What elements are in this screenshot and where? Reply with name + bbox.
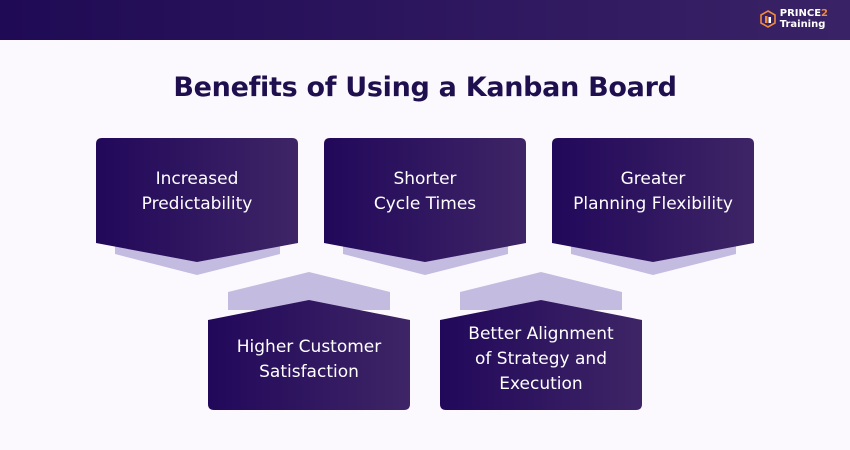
card-shape-5 [440, 300, 642, 410]
card-line: of Strategy and [474, 349, 607, 369]
logo-shield-icon [759, 10, 776, 28]
logo-brand-number: 2 [821, 8, 828, 19]
card-shape-3 [552, 138, 754, 262]
logo-sub: Training [779, 19, 826, 30]
bottom-cards [208, 272, 642, 410]
card-line: Planning Flexibility [573, 194, 733, 214]
benefit-card-increased-predictability: Increased Predictability [96, 167, 298, 217]
benefit-card-shorter-cycle-times: Shorter Cycle Times [324, 167, 526, 217]
card-shadow [460, 272, 622, 310]
top-cards [96, 138, 754, 275]
card-line: Better Alignment [468, 324, 614, 344]
card-shape-1 [96, 138, 298, 262]
benefit-card-greater-planning-flexibility: Greater Planning Flexibility [552, 167, 754, 217]
card-line: Greater [620, 169, 686, 189]
card-line: Increased [155, 169, 239, 189]
card-line: Execution [499, 374, 583, 394]
card-shadow [228, 272, 390, 310]
header-bar: PRINCE2 Training [0, 0, 850, 40]
logo-text: PRINCE2 Training [780, 8, 828, 30]
benefit-card-better-alignment: Better Alignment of Strategy and Executi… [440, 322, 642, 397]
card-shape-2 [324, 138, 526, 262]
card-line: Satisfaction [259, 362, 359, 382]
card-line: Shorter [393, 169, 457, 189]
prince2-training-logo[interactable]: PRINCE2 Training [759, 8, 828, 30]
benefit-card-higher-customer-satisfaction: Higher Customer Satisfaction [208, 335, 410, 385]
logo-brand: PRINCE [779, 8, 822, 19]
page-title: Benefits of Using a Kanban Board [173, 72, 677, 103]
card-line: Predictability [141, 194, 253, 214]
card-shape-4 [208, 300, 410, 410]
card-line: Cycle Times [373, 194, 477, 214]
card-line: Higher Customer [236, 337, 382, 357]
